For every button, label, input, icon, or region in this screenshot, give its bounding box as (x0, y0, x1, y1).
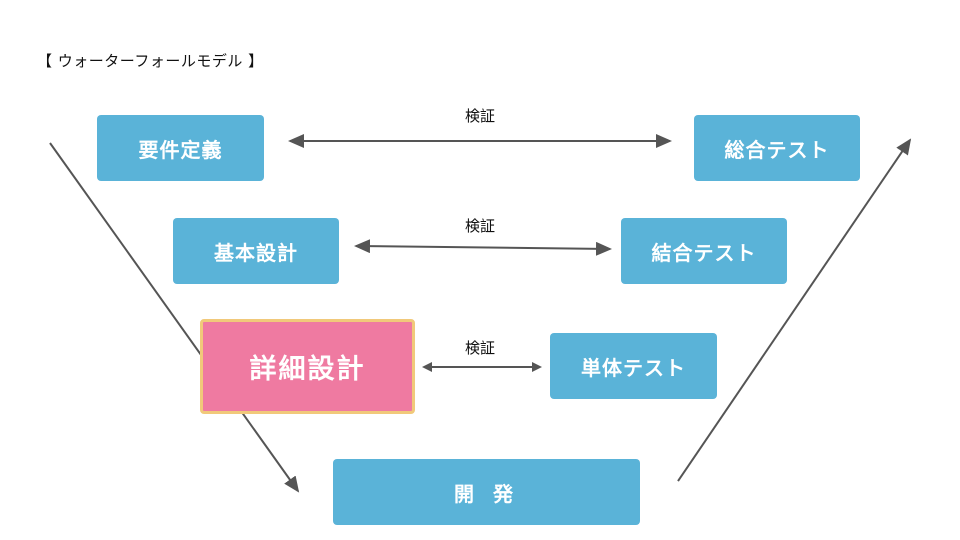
box-requirements: 要件定義 (97, 115, 264, 181)
box-system-test: 総合テスト (694, 115, 860, 181)
box-unit-test: 単体テスト (550, 333, 717, 399)
down-flow-line (49, 142, 300, 493)
up-flow-line (677, 138, 912, 482)
box-basic-design: 基本設計 (173, 218, 339, 284)
box-integration-test: 結合テスト (621, 218, 787, 284)
box-detailed-design: 詳細設計 (200, 319, 415, 414)
diagram-title: 【 ウォーターフォールモデル 】 (37, 52, 264, 70)
box-development: 開 発 (333, 459, 640, 525)
verify-label-bottom: 検証 (464, 339, 495, 357)
verify-label-middle: 検証 (464, 217, 495, 235)
verify-arrow-basic-integration (354, 239, 612, 256)
verify-label-top: 検証 (464, 107, 495, 125)
